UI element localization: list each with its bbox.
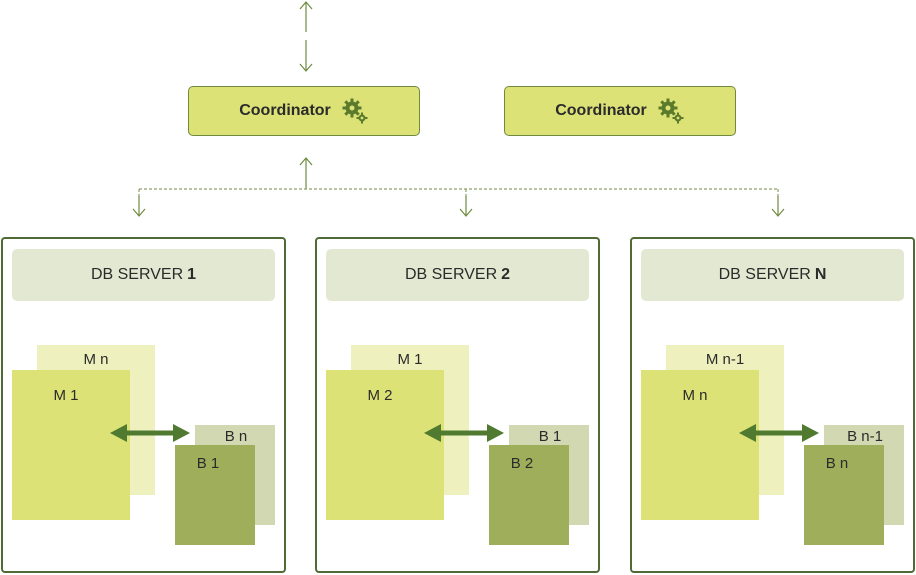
server-title: DB SERVER 2	[326, 249, 589, 301]
replication-double-arrow	[424, 424, 504, 442]
gears-icon	[658, 98, 684, 124]
db-server-2: DB SERVER 2 M 1 M 2 B 1 B 2	[315, 237, 600, 573]
coord-up-arrowhead	[299, 157, 313, 166]
server-title: DB SERVER N	[641, 249, 904, 301]
top-up-arrowhead	[299, 1, 313, 10]
backup-back-label: B n	[224, 428, 248, 445]
master-back-label: M n	[83, 351, 109, 368]
down-arrowhead-1	[132, 208, 146, 217]
backup-front-box: B 2	[489, 445, 569, 545]
master-back-label: M 1	[397, 351, 423, 368]
master-front-label: M 1	[53, 387, 79, 404]
coordinator-1: Coordinator	[188, 86, 420, 136]
top-down-arrowhead	[299, 63, 313, 72]
coordinator-label: Coordinator	[239, 102, 331, 119]
down-arrowhead-3	[771, 208, 785, 217]
backup-front-label: B 1	[196, 455, 220, 472]
backup-back-label: B n-1	[847, 428, 883, 445]
replication-double-arrow	[110, 424, 190, 442]
backup-front-box: B 1	[175, 445, 255, 545]
master-front-label: M 2	[367, 387, 393, 404]
server-title-text: DB SERVER	[404, 266, 498, 283]
server-title: DB SERVER 1	[12, 249, 275, 301]
db-server-n: DB SERVER N M n-1 M n B n-1 B n	[630, 237, 915, 573]
server-title-text: DB SERVER	[90, 266, 184, 283]
coordinator-label: Coordinator	[555, 102, 647, 119]
replication-double-arrow	[739, 424, 819, 442]
master-back-label: M n-1	[705, 351, 745, 368]
db-server-1: DB SERVER 1 M n M 1 B n B 1	[1, 237, 286, 573]
down-arrowhead-2	[459, 208, 473, 217]
master-front-box: M 1	[12, 370, 130, 520]
server-number: 1	[187, 266, 197, 283]
backup-front-box: B n	[804, 445, 884, 545]
master-front-box: M 2	[326, 370, 444, 520]
backup-back-label: B 1	[538, 428, 562, 445]
coordinator-2: Coordinator	[504, 86, 736, 136]
gears-icon	[342, 98, 368, 124]
master-front-box: M n	[641, 370, 759, 520]
master-front-label: M n	[682, 387, 708, 404]
server-title-text: DB SERVER	[718, 266, 811, 283]
server-number: N	[814, 266, 827, 283]
backup-front-label: B n	[825, 455, 849, 472]
backup-front-label: B 2	[510, 455, 534, 472]
server-number: 2	[501, 266, 511, 283]
